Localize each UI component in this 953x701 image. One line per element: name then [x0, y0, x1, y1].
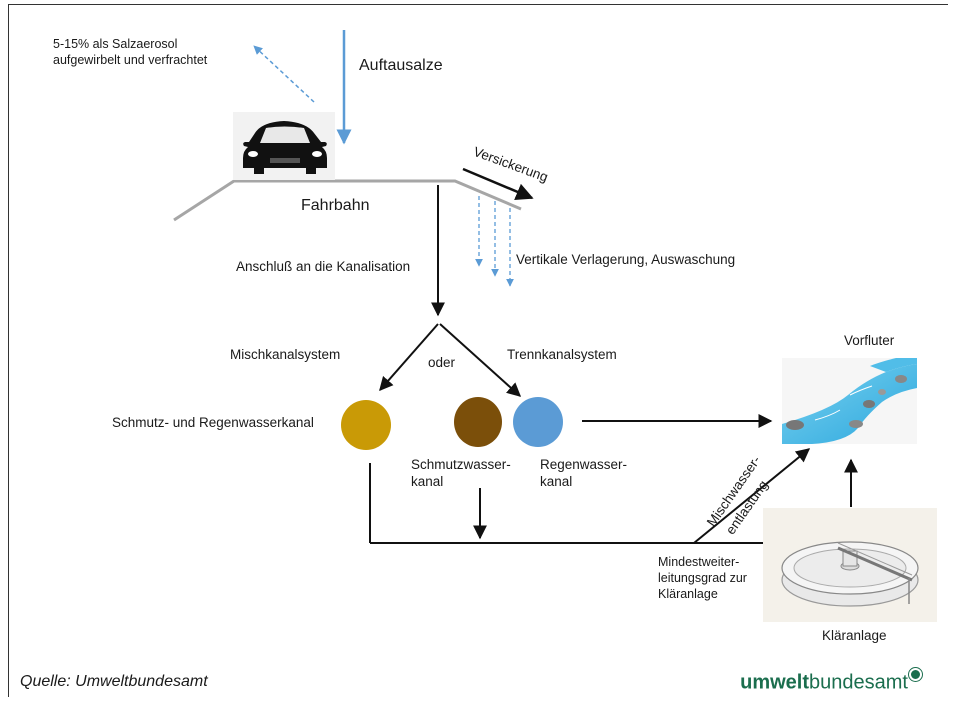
schmutzwasser-label-line2: kanal	[411, 474, 444, 489]
umweltbundesamt-logo: umweltbundesamt	[740, 668, 922, 695]
treatment-plant-icon	[763, 508, 937, 622]
mischkanalsystem-label: Mischkanalsystem	[230, 347, 341, 362]
schmutz-regen-label: Schmutz- und Regenwasserkanal	[112, 415, 314, 430]
frame-left-border	[8, 4, 9, 697]
logo-mark-icon	[909, 668, 922, 681]
split-arrow-misch	[379, 323, 439, 392]
stormwater-sewer-node	[513, 397, 563, 447]
source-caption: Quelle: Umweltbundesamt	[20, 673, 208, 690]
split-arrow-trenn	[439, 323, 522, 397]
aerosol-label-line1: 5-15% als Salzaerosol	[53, 37, 178, 51]
wastewater-sewer-node	[454, 397, 502, 447]
frame-top-border	[8, 4, 948, 5]
logo-regular-text: bundesamt	[809, 671, 908, 694]
regenwasser-label-line1: Regenwasser-	[540, 457, 628, 472]
diagram-frame	[8, 4, 948, 697]
klaeranlage-label: Kläranlage	[822, 628, 887, 643]
overflow-arrow	[693, 448, 811, 544]
vorfluter-label: Vorfluter	[844, 333, 895, 348]
fahrbahn-label: Fahrbahn	[301, 197, 370, 214]
schmutzwasser-label-line1: Schmutzwasser-	[411, 457, 511, 472]
trennkanalsystem-label: Trennkanalsystem	[507, 347, 617, 362]
road-profile	[173, 179, 522, 222]
versickerung-arrow	[462, 167, 534, 200]
vertikale-label: Vertikale Verlagerung, Auswaschung	[516, 252, 736, 267]
logo-bold-text: umwelt	[740, 671, 810, 694]
mindest-label-line3: Kläranlage	[658, 587, 718, 601]
oder-label: oder	[428, 355, 456, 370]
car-icon	[233, 112, 335, 180]
aerosol-label-line2: aufgewirbelt und verfrachtet	[53, 53, 208, 67]
river-icon	[782, 358, 917, 444]
mindest-label-line1: Mindestweiter-	[658, 555, 740, 569]
regenwasser-label-line2: kanal	[540, 474, 573, 489]
mixed-sewer-node	[341, 400, 391, 450]
aerosol-arrow	[253, 45, 315, 103]
mindest-label-line2: leitungsgrad zur	[658, 571, 747, 585]
kanalisation-label: Anschluß an die Kanalisation	[236, 259, 411, 274]
auftausalze-label: Auftausalze	[359, 57, 443, 74]
